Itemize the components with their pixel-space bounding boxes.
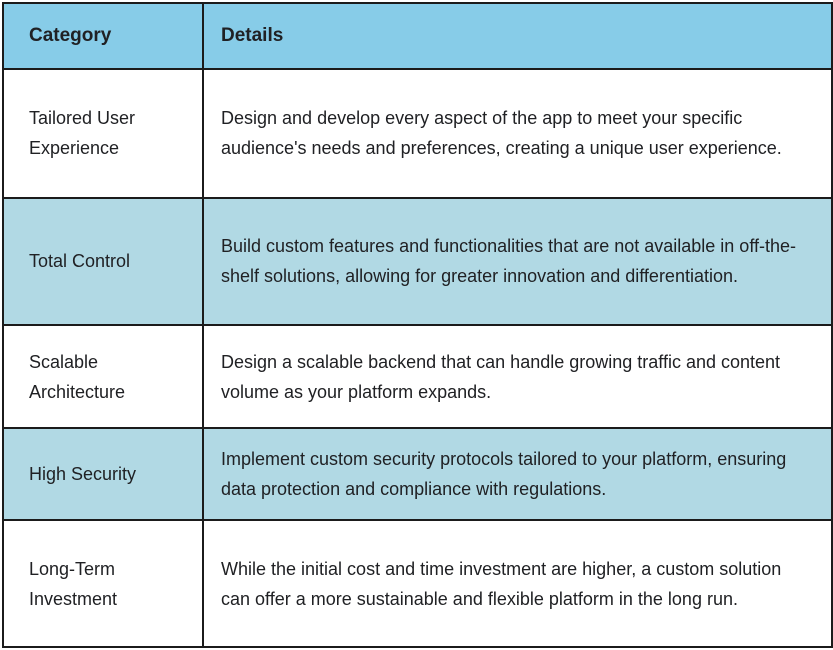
details-cell: Design a scalable backend that can handl… bbox=[202, 324, 833, 430]
category-cell: Scalable Architecture bbox=[2, 324, 204, 430]
column-header-details: Details bbox=[202, 2, 833, 70]
category-cell: Total Control bbox=[2, 196, 204, 327]
category-cell: High Security bbox=[2, 427, 204, 522]
details-cell: While the initial cost and time investme… bbox=[202, 519, 833, 648]
table-row: Long-Term Investment While the initial c… bbox=[2, 519, 833, 648]
details-cell: Implement custom security protocols tail… bbox=[202, 427, 833, 522]
category-cell: Tailored User Experience bbox=[2, 68, 204, 199]
table-row: Total Control Build custom features and … bbox=[2, 196, 833, 327]
table-row: Scalable Architecture Design a scalable … bbox=[2, 324, 833, 430]
table-row: Tailored User Experience Design and deve… bbox=[2, 68, 833, 199]
category-cell: Long-Term Investment bbox=[2, 519, 204, 648]
header-row: Category Details bbox=[2, 2, 833, 70]
table-row: High Security Implement custom security … bbox=[2, 427, 833, 522]
details-cell: Design and develop every aspect of the a… bbox=[202, 68, 833, 199]
column-header-category: Category bbox=[2, 2, 204, 70]
details-cell: Build custom features and functionalitie… bbox=[202, 196, 833, 327]
